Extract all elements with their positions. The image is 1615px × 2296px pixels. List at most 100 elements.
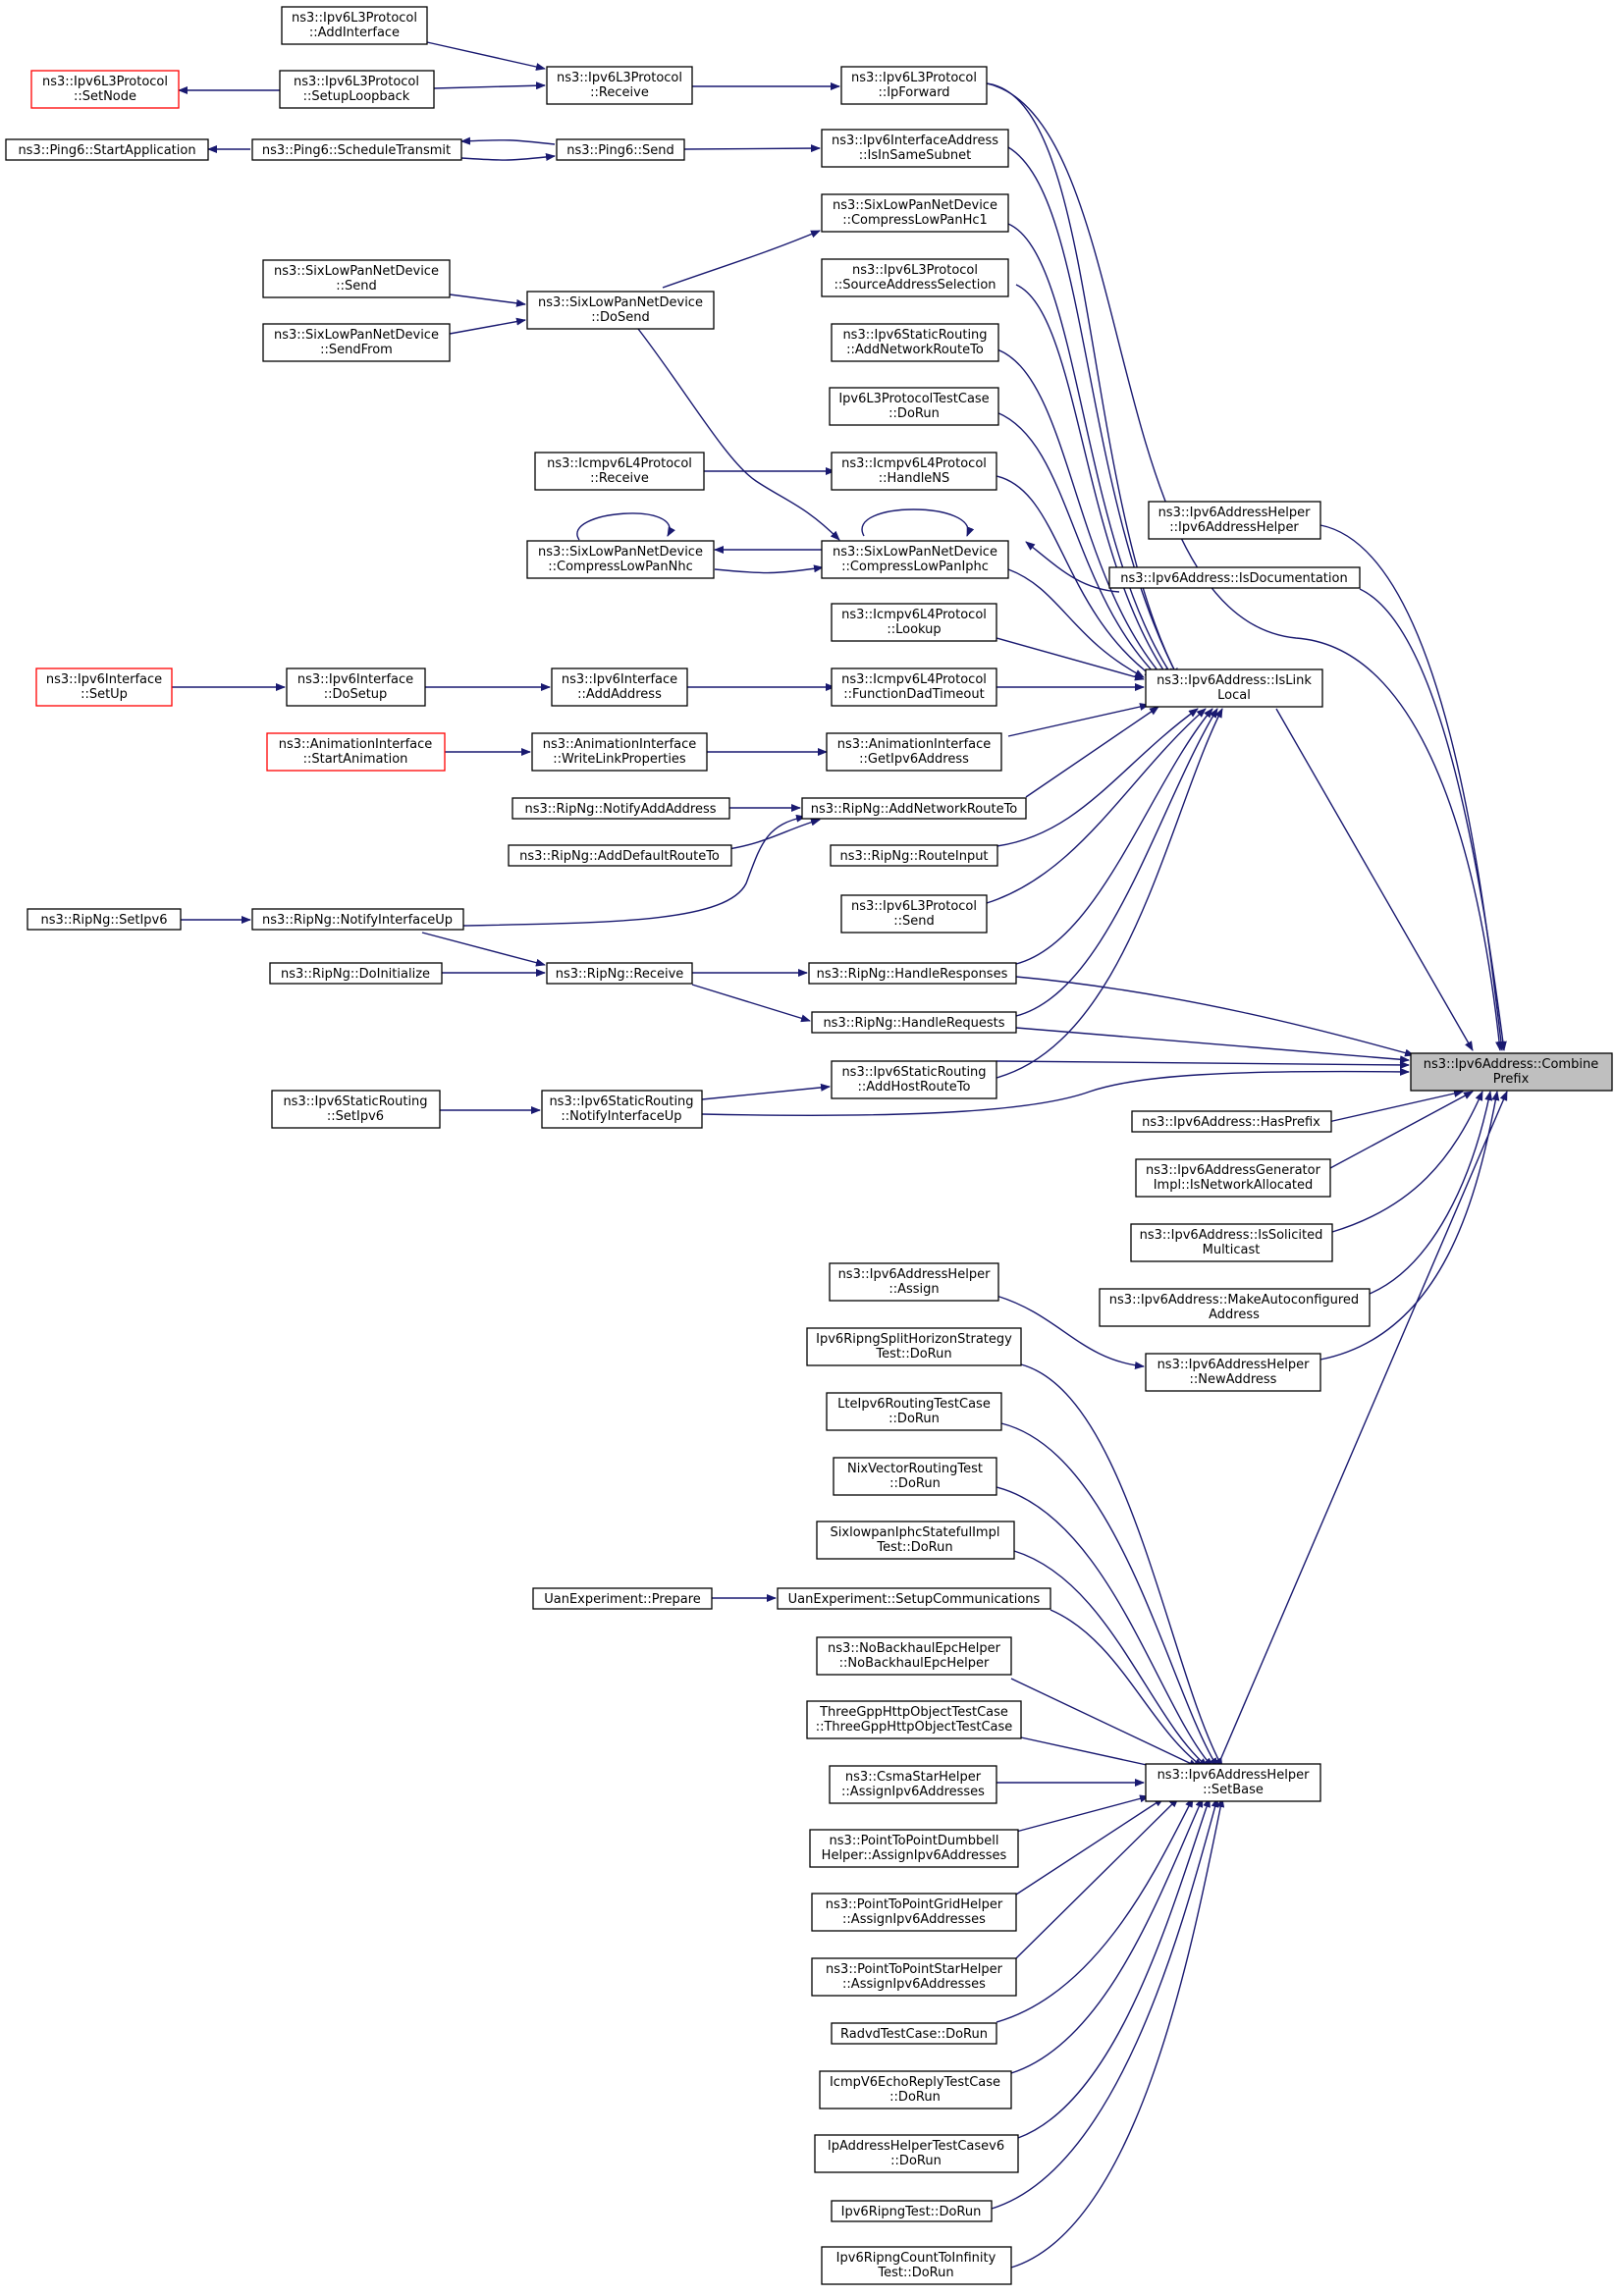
node-ripng-receive[interactable]: ns3::RipNg::Receive: [546, 962, 693, 985]
node-pointtopointdumbbellhelper-assignipv6addresses[interactable]: ns3::PointToPointDumbbellHelper::AssignI…: [809, 1829, 1019, 1868]
svg-text:ns3::SixLowPanNetDevice: ns3::SixLowPanNetDevice: [274, 264, 439, 279]
node-icmpv6echoreplytestcase-dorun[interactable]: IcmpV6EchoReplyTestCase::DoRun: [819, 2070, 1012, 2109]
node-ripng-addnetworkrouteto[interactable]: ns3::RipNg::AddNetworkRouteTo: [801, 797, 1027, 820]
node-sixlowpan-compresslowpanhc1[interactable]: ns3::SixLowPanNetDevice::CompressLowPanH…: [821, 193, 1009, 233]
node-ipv6l3protocol-receive[interactable]: ns3::Ipv6L3Protocol::Receive: [546, 66, 693, 105]
node-icmpv6l4protocol-functiondadtimeout[interactable]: ns3::Icmpv6L4Protocol::FunctionDadTimeou…: [831, 667, 997, 707]
svg-text:ns3::Ipv6StaticRouting: ns3::Ipv6StaticRouting: [841, 1065, 986, 1080]
svg-text:ns3::SixLowPanNetDevice: ns3::SixLowPanNetDevice: [833, 545, 997, 560]
node-csmastarhelper-assignipv6addresses[interactable]: ns3::CsmaStarHelper::AssignIpv6Addresses: [829, 1765, 997, 1804]
node-radvdtestcase-dorun[interactable]: RadvdTestCase::DoRun: [831, 2022, 997, 2045]
svg-text:::AddNetworkRouteTo: ::AddNetworkRouteTo: [846, 343, 984, 357]
node-sixlowpan-sendfrom[interactable]: ns3::SixLowPanNetDevice::SendFrom: [262, 323, 451, 362]
node-animationinterface-getipv6address[interactable]: ns3::AnimationInterface::GetIpv6Address: [826, 732, 1002, 772]
svg-text:Test::DoRun: Test::DoRun: [876, 1540, 952, 1555]
edge-counttoinfinity-to-setbase: [1010, 1797, 1225, 2269]
edge-dosend-to-compresslowpaniphc: [637, 328, 840, 541]
node-pointtopointgridhelper-assignipv6addresses[interactable]: ns3::PointToPointGridHelper::AssignIpv6A…: [811, 1893, 1017, 1932]
node-lteipv6routingtestcase-dorun[interactable]: LteIpv6RoutingTestCase::DoRun: [826, 1392, 1002, 1431]
node-ipaddresshelpertestcasev6-dorun[interactable]: IpAddressHelperTestCasev6::DoRun: [814, 2134, 1019, 2173]
node-ripng-setipv6[interactable]: ns3::RipNg::SetIpv6: [27, 908, 182, 931]
node-nixvectorroutingtest-dorun[interactable]: NixVectorRoutingTest::DoRun: [833, 1457, 997, 1496]
node-ipv6interface-dosetup[interactable]: ns3::Ipv6Interface::DoSetup: [286, 667, 426, 707]
node-ipv6addressgeneratorimpl-isnetworkallocated[interactable]: ns3::Ipv6AddressGeneratorImpl::IsNetwork…: [1135, 1158, 1331, 1198]
node-ripng-adddefaultrouteto[interactable]: ns3::RipNg::AddDefaultRouteTo: [508, 844, 732, 867]
node-ipv6interfaceaddress-isinsamesubnet[interactable]: ns3::Ipv6InterfaceAddress::IsInSameSubne…: [821, 129, 1009, 168]
svg-text:::HandleNS: ::HandleNS: [879, 471, 950, 486]
node-ipv6l3protocol-ipforward[interactable]: ns3::Ipv6L3Protocol::IpForward: [840, 66, 988, 105]
svg-text:ns3::PointToPointGridHelper: ns3::PointToPointGridHelper: [826, 1897, 1003, 1912]
node-icmpv6l4protocol-receive[interactable]: ns3::Icmpv6L4Protocol::Receive: [534, 452, 705, 491]
svg-text:::SendFrom: ::SendFrom: [320, 343, 393, 357]
edge-handleresponses-to-combineprefix: [1015, 976, 1415, 1057]
node-ipv6address-isdocumentation[interactable]: ns3::Ipv6Address::IsDocumentation: [1108, 566, 1361, 589]
node-sixlowpan-compresslowpaniphc[interactable]: ns3::SixLowPanNetDevice::CompressLowPanI…: [821, 540, 1009, 579]
node-ripng-handlerequests[interactable]: ns3::RipNg::HandleRequests: [811, 1011, 1017, 1034]
svg-text:::NewAddress: ::NewAddress: [1190, 1372, 1277, 1387]
svg-text:ns3::Ping6::StartApplication: ns3::Ping6::StartApplication: [18, 143, 195, 158]
node-uanexperiment-prepare[interactable]: UanExperiment::Prepare: [532, 1587, 713, 1610]
node-ipv6staticrouting-addnetworkrouteto[interactable]: ns3::Ipv6StaticRouting::AddNetworkRouteT…: [831, 323, 999, 362]
node-ipv6interface-setup[interactable]: ns3::Ipv6Interface::SetUp: [35, 667, 173, 707]
node-icmpv6l4protocol-lookup[interactable]: ns3::Icmpv6L4Protocol::Lookup: [831, 603, 997, 642]
node-ripng-handleresponses[interactable]: ns3::RipNg::HandleResponses: [808, 962, 1017, 985]
svg-text:Ipv6RipngTest::DoRun: Ipv6RipngTest::DoRun: [841, 2205, 982, 2219]
node-ipv6addresshelper-setbase[interactable]: ns3::Ipv6AddressHelper::SetBase: [1145, 1763, 1321, 1802]
node-ipv6l3protocoltestcase-dorun[interactable]: Ipv6L3ProtocolTestCase::DoRun: [829, 387, 999, 426]
node-ipv6addresshelper-assign[interactable]: ns3::Ipv6AddressHelper::Assign: [829, 1262, 999, 1302]
node-ping6-scheduletransmit[interactable]: ns3::Ping6::ScheduleTransmit: [251, 138, 462, 161]
node-animationinterface-startanimation[interactable]: ns3::AnimationInterface::StartAnimation: [266, 732, 446, 772]
node-ipv6staticrouting-addhostrouteto[interactable]: ns3::Ipv6StaticRouting::AddHostRouteTo: [831, 1060, 997, 1099]
svg-text:ns3::Icmpv6L4Protocol: ns3::Icmpv6L4Protocol: [841, 672, 987, 687]
node-ipv6l3protocol-send[interactable]: ns3::Ipv6L3Protocol::Send: [840, 894, 988, 934]
svg-text:ThreeGppHttpObjectTestCase: ThreeGppHttpObjectTestCase: [819, 1705, 1008, 1720]
node-ipv6addresshelper-newaddress[interactable]: ns3::Ipv6AddressHelper::NewAddress: [1145, 1353, 1321, 1392]
svg-text:Helper::AssignIpv6Addresses: Helper::AssignIpv6Addresses: [822, 1848, 1007, 1863]
node-sixlowpan-dosend[interactable]: ns3::SixLowPanNetDevice::DoSend: [526, 291, 715, 330]
node-ipv6l3protocol-addinterface[interactable]: ns3::Ipv6L3Protocol::AddInterface: [281, 6, 428, 45]
svg-text:::Send: ::Send: [893, 914, 935, 929]
svg-text:::Ipv6AddressHelper: ::Ipv6AddressHelper: [1169, 520, 1299, 535]
edge-splithorizon-to-setbase: [1020, 1363, 1223, 1768]
edge-dorun-to-islinklocal: [996, 411, 1159, 678]
node-ripng-notifyinterfaceup[interactable]: ns3::RipNg::NotifyInterfaceUp: [251, 908, 464, 931]
node-sixlowpan-compresslowpannhc[interactable]: ns3::SixLowPanNetDevice::CompressLowPanN…: [526, 540, 715, 579]
svg-text:ns3::Ipv6Interface: ns3::Ipv6Interface: [297, 672, 413, 687]
node-uanexperiment-setupcommunications[interactable]: UanExperiment::SetupCommunications: [777, 1587, 1051, 1610]
node-ripng-notifyaddaddress[interactable]: ns3::RipNg::NotifyAddAddress: [511, 797, 730, 820]
node-ipv6l3protocol-setnode[interactable]: ns3::Ipv6L3Protocol::SetNode: [30, 70, 180, 109]
svg-text:ns3::RipNg::AddNetworkRouteTo: ns3::RipNg::AddNetworkRouteTo: [811, 802, 1018, 817]
node-ipv6address-makeautoconfiguredaddress[interactable]: ns3::Ipv6Address::MakeAutoconfiguredAddr…: [1099, 1288, 1371, 1327]
svg-text:ns3::AnimationInterface: ns3::AnimationInterface: [279, 737, 433, 752]
svg-text:ns3::AnimationInterface: ns3::AnimationInterface: [837, 737, 992, 752]
node-ipv6ripngtest-dorun[interactable]: Ipv6RipngTest::DoRun: [831, 2200, 993, 2222]
node-ipv6staticrouting-notifyinterfaceup[interactable]: ns3::Ipv6StaticRouting::NotifyInterfaceU…: [541, 1090, 703, 1129]
node-pointtopointstarhelper-assignipv6addresses[interactable]: ns3::PointToPointStarHelper::AssignIpv6A…: [811, 1957, 1017, 1997]
node-ipv6l3protocol-setuploopback[interactable]: ns3::Ipv6L3Protocol::SetupLoopback: [279, 70, 435, 109]
edge-isnetworkallocated-to-combineprefix: [1329, 1091, 1474, 1169]
node-icmpv6l4protocol-handlens[interactable]: ns3::Icmpv6L4Protocol::HandleNS: [831, 452, 997, 491]
node-ripng-doinitialize[interactable]: ns3::RipNg::DoInitialize: [269, 962, 443, 985]
node-ping6-startapplication[interactable]: ns3::Ping6::StartApplication: [5, 138, 209, 161]
svg-text:ns3::Ipv6StaticRouting: ns3::Ipv6StaticRouting: [842, 328, 987, 343]
node-ipv6staticrouting-setipv6[interactable]: ns3::Ipv6StaticRouting::SetIpv6: [271, 1090, 441, 1129]
node-animationinterface-writelinkproperties[interactable]: ns3::AnimationInterface::WriteLinkProper…: [531, 732, 708, 772]
node-sixlowpan-send[interactable]: ns3::SixLowPanNetDevice::Send: [262, 259, 451, 298]
node-ipv6interface-addaddress[interactable]: ns3::Ipv6Interface::AddAddress: [551, 667, 688, 707]
node-ipv6l3protocol-sourceaddressselection[interactable]: ns3::Ipv6L3Protocol::SourceAddressSelect…: [821, 258, 1009, 297]
node-ipv6address-hasprefix[interactable]: ns3::Ipv6Address::HasPrefix: [1131, 1110, 1332, 1133]
svg-text:ns3::Ipv6AddressHelper: ns3::Ipv6AddressHelper: [1157, 1358, 1311, 1372]
edge-sixlowpaniphc-to-setbase: [1013, 1550, 1209, 1768]
node-ipv6addresshelper-ipv6addresshelper[interactable]: ns3::Ipv6AddressHelper::Ipv6AddressHelpe…: [1148, 501, 1321, 540]
node-ripng-routeinput[interactable]: ns3::RipNg::RouteInput: [830, 844, 998, 867]
node-nobackhaulepchelper[interactable]: ns3::NoBackhaulEpcHelper::NoBackhaulEpcH…: [816, 1636, 1012, 1676]
edge-adddefaultrouteto-to-addnetworkrouteto: [721, 818, 821, 851]
node-threegpphttpobjecttestcase[interactable]: ThreeGppHttpObjectTestCase::ThreeGppHttp…: [806, 1700, 1022, 1739]
node-ping6-send[interactable]: ns3::Ping6::Send: [556, 138, 685, 161]
